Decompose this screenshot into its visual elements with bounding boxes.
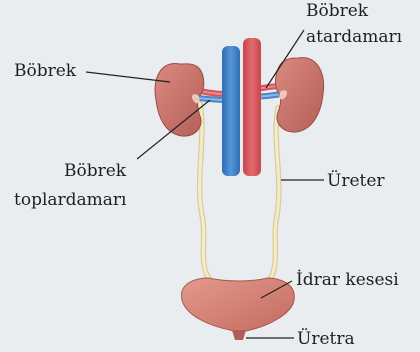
label-renal-vein-line1: Böbrek bbox=[64, 161, 127, 181]
label-ureter: Üreter bbox=[327, 170, 385, 191]
bladder bbox=[181, 278, 294, 332]
urethra-tube bbox=[232, 330, 246, 340]
label-renal-vein-line2: toplardamarı bbox=[14, 190, 127, 210]
label-renal-artery-line1: Böbrek bbox=[306, 1, 369, 21]
label-renal-artery-line2: atardamarı bbox=[306, 27, 403, 47]
vena-cava bbox=[222, 46, 240, 176]
label-kidney: Böbrek bbox=[14, 61, 77, 81]
label-bladder: İdrar kesesi bbox=[296, 269, 399, 290]
label-urethra: Üretra bbox=[297, 328, 355, 349]
aorta bbox=[243, 38, 261, 176]
